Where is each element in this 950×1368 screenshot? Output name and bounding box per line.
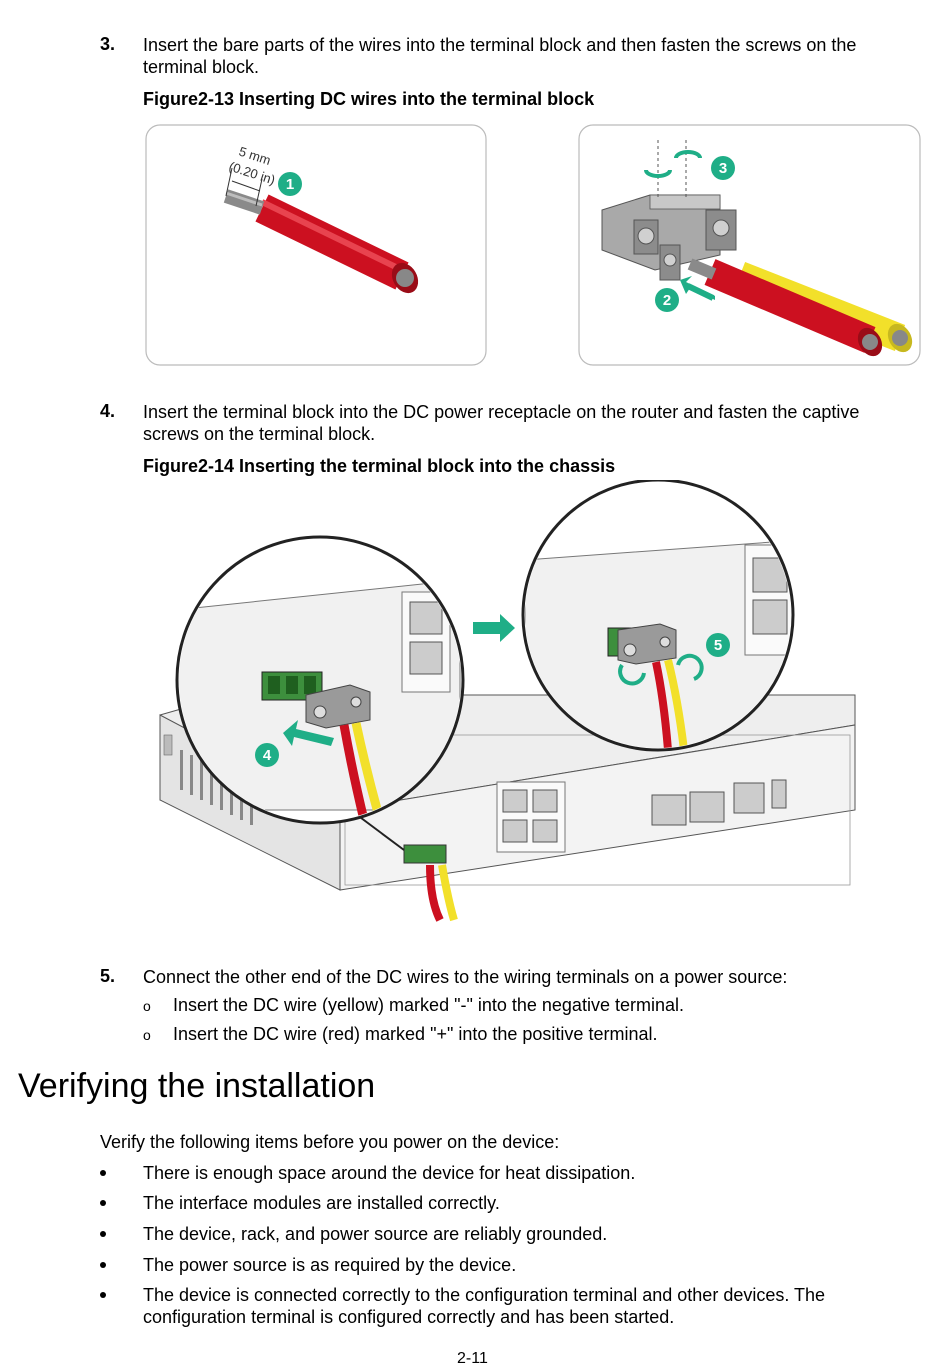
callout-3: 3 [711,156,735,180]
callout-1: 1 [278,172,302,196]
figure-2-13-illustration: 5 mm (0.20 in) 1 3 [145,124,921,366]
screw-rotation-arrows [644,150,702,178]
verify-intro: Verify the following items before you po… [100,1132,560,1152]
figure-2-14-caption: Figure2-14 Inserting the terminal block … [143,456,616,476]
bullet-item: The power source is as required by the d… [143,1255,517,1275]
step-3-number: 3. [100,34,116,54]
step-5-text: Connect the other end of the DC wires to… [143,967,788,987]
terminal-block [601,140,737,281]
svg-text:2: 2 [663,292,671,309]
red-and-yellow-wires [687,258,913,357]
bullet-dot [100,1292,106,1298]
step-4-text: Insert the terminal block into the DC po… [143,402,860,444]
magnified-view-left [175,535,465,851]
stripped-red-wire [223,189,419,294]
bullet-dot [100,1262,106,1268]
bullet-dot [100,1200,106,1206]
chassis-wires [426,864,458,922]
svg-text:4: 4 [263,747,272,764]
subitem-yellow-wire: Insert the DC wire (yellow) marked "-" i… [173,995,684,1015]
insert-arrow-4 [283,720,334,746]
bullet-item: The device, rack, and power source are r… [143,1224,608,1244]
bullet-dot [100,1170,106,1176]
subitem-red-wire: Insert the DC wire (red) marked "+" into… [173,1024,658,1044]
step-4-number: 4. [100,401,116,421]
page-number: 2-11 [457,1350,488,1367]
figure-2-13-caption: Figure2-13 Inserting DC wires into the t… [143,89,595,109]
svg-text:5: 5 [714,637,722,654]
callout-5: 5 [706,633,730,657]
bullet-dot [100,1231,106,1237]
magnified-view-right [521,480,795,752]
section-heading: Verifying the installation [18,1067,376,1105]
insert-arrow-2 [680,276,715,301]
svg-text:3: 3 [719,160,727,177]
figure-2-14-illustration: 4 5 [159,480,856,922]
bullet-item: The interface modules are installed corr… [143,1193,500,1213]
bullet-item: There is enough space around the device … [143,1163,636,1183]
callout-2: 2 [655,288,679,312]
step-5-number: 5. [100,966,116,986]
transition-arrow [473,614,515,642]
subitem-marker: o [143,998,151,1014]
step-3-text: Insert the bare parts of the wires into … [143,35,857,77]
bullet-item: The device is connected correctly to the… [143,1285,826,1327]
callout-4: 4 [255,743,279,767]
svg-text:1: 1 [286,176,294,193]
subitem-marker: o [143,1027,151,1043]
